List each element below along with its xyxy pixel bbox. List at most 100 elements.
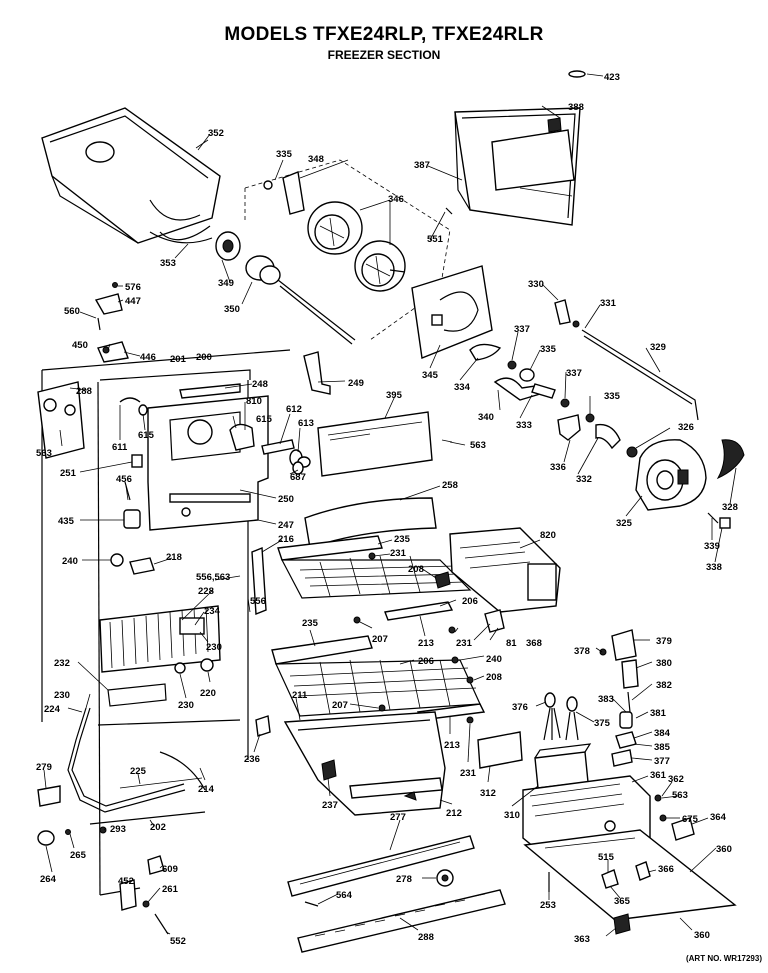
part-235-shelf-upper <box>277 535 472 599</box>
callout-435: 435 <box>58 516 75 527</box>
callout-361: 361 <box>650 770 667 781</box>
callout-381: 381 <box>650 708 667 719</box>
callout-328: 328 <box>722 502 738 513</box>
part-240-clip <box>451 656 459 664</box>
part-250-evaporator-cover <box>147 395 269 531</box>
callout-365: 365 <box>614 896 631 907</box>
callout-395: 395 <box>386 390 403 401</box>
part-232-frame <box>107 683 167 707</box>
part-379-bracket <box>611 629 637 661</box>
callout-382: 382 <box>656 680 672 691</box>
part-353-bail <box>149 231 213 244</box>
callout-234: 234 <box>204 606 221 617</box>
part-218-control <box>129 557 155 575</box>
part-820-ice-maker <box>449 527 561 613</box>
callout-330: 330 <box>528 279 544 290</box>
callout-207: 207 <box>332 700 348 711</box>
callout-332: 332 <box>576 474 592 485</box>
callout-609: 609 <box>162 864 178 875</box>
part-452-hinge <box>119 879 137 911</box>
callout-208: 208 <box>486 672 502 683</box>
part-352-ice-bucket <box>41 107 221 244</box>
callout-248: 248 <box>252 379 268 390</box>
part-360-tray <box>523 829 737 921</box>
part-423-gasket <box>568 70 586 78</box>
art-number: (ART NO. WR17293) <box>685 954 762 963</box>
callout-329: 329 <box>650 342 666 353</box>
callout-207: 207 <box>372 634 388 645</box>
callout-235: 235 <box>394 534 411 545</box>
callout-325: 325 <box>616 518 633 529</box>
part-337-spring <box>507 360 517 370</box>
part-335-washer-b <box>519 368 535 382</box>
part-258-duct <box>304 497 437 549</box>
callout-352: 352 <box>208 128 224 139</box>
callout-335: 335 <box>540 344 557 355</box>
callout-277: 277 <box>390 812 406 823</box>
callout-388: 388 <box>568 102 584 113</box>
callout-339: 339 <box>704 541 720 552</box>
part-365-clip <box>601 869 619 889</box>
callout-378: 378 <box>574 646 590 657</box>
callout-200: 200 <box>196 352 212 363</box>
callout-220: 220 <box>200 688 216 699</box>
part-395-cover <box>317 411 433 477</box>
part-560-screw <box>97 317 101 331</box>
callout-383: 383 <box>598 694 614 705</box>
callout-612: 612 <box>286 404 302 415</box>
callout-331: 331 <box>600 298 617 309</box>
part-551-screw <box>445 207 453 215</box>
part-208-bracket-a <box>434 571 451 589</box>
callout-258: 258 <box>442 480 458 491</box>
part-drawings <box>37 70 745 953</box>
callout-515: 515 <box>598 852 615 863</box>
callout-206: 206 <box>462 596 478 607</box>
callout-348: 348 <box>308 154 324 165</box>
diagram-subtitle: FREEZER SECTION <box>327 48 441 62</box>
callout-335: 335 <box>604 391 621 402</box>
callout-335: 335 <box>276 149 293 160</box>
callout-687: 687 <box>290 472 306 483</box>
callout-250: 250 <box>278 494 294 505</box>
part-207-stop-b <box>378 704 386 712</box>
part-225-wire <box>119 777 203 789</box>
callout-447: 447 <box>125 296 141 307</box>
callout-237: 237 <box>322 800 338 811</box>
part-383-bushing <box>619 711 633 729</box>
part-213-shelf-rail-upper <box>384 601 454 621</box>
part-224-heater <box>67 707 186 813</box>
callout-337: 337 <box>566 368 582 379</box>
callout-350: 350 <box>224 304 240 315</box>
callout-363: 363 <box>574 934 590 945</box>
callout-362: 362 <box>668 774 684 785</box>
callout-820: 820 <box>540 530 556 541</box>
callout-423: 423 <box>604 72 620 83</box>
callout-450: 450 <box>72 340 88 351</box>
callout-261: 261 <box>162 884 179 895</box>
part-278-caster <box>436 869 454 887</box>
callout-551: 551 <box>427 234 444 245</box>
callout-560: 560 <box>64 306 80 317</box>
diagram-title: MODELS TFXE24RLP, TFXE24RLR <box>224 24 544 45</box>
part-330-screw <box>554 299 571 325</box>
callout-556: 556 <box>250 596 266 607</box>
callout-675: 675 <box>682 814 699 825</box>
callout-360: 360 <box>716 844 732 855</box>
part-435-light <box>123 509 141 529</box>
callout-231: 231 <box>390 548 407 559</box>
callout-310: 310 <box>504 810 520 821</box>
callout-452: 452 <box>118 876 134 887</box>
part-378-clip <box>599 648 607 656</box>
callout-230: 230 <box>206 642 222 653</box>
part-329-rod <box>581 329 699 421</box>
part-251-switch <box>131 454 143 468</box>
callout-201: 201 <box>170 354 187 365</box>
callout-265: 265 <box>70 850 87 861</box>
part-615-grommet <box>138 404 148 416</box>
part-382-pin <box>627 691 631 713</box>
callout-387: 387 <box>414 160 430 171</box>
part-231-clip-c <box>466 716 474 724</box>
part-363-bushing <box>613 913 631 935</box>
part-335-washer <box>263 180 273 190</box>
